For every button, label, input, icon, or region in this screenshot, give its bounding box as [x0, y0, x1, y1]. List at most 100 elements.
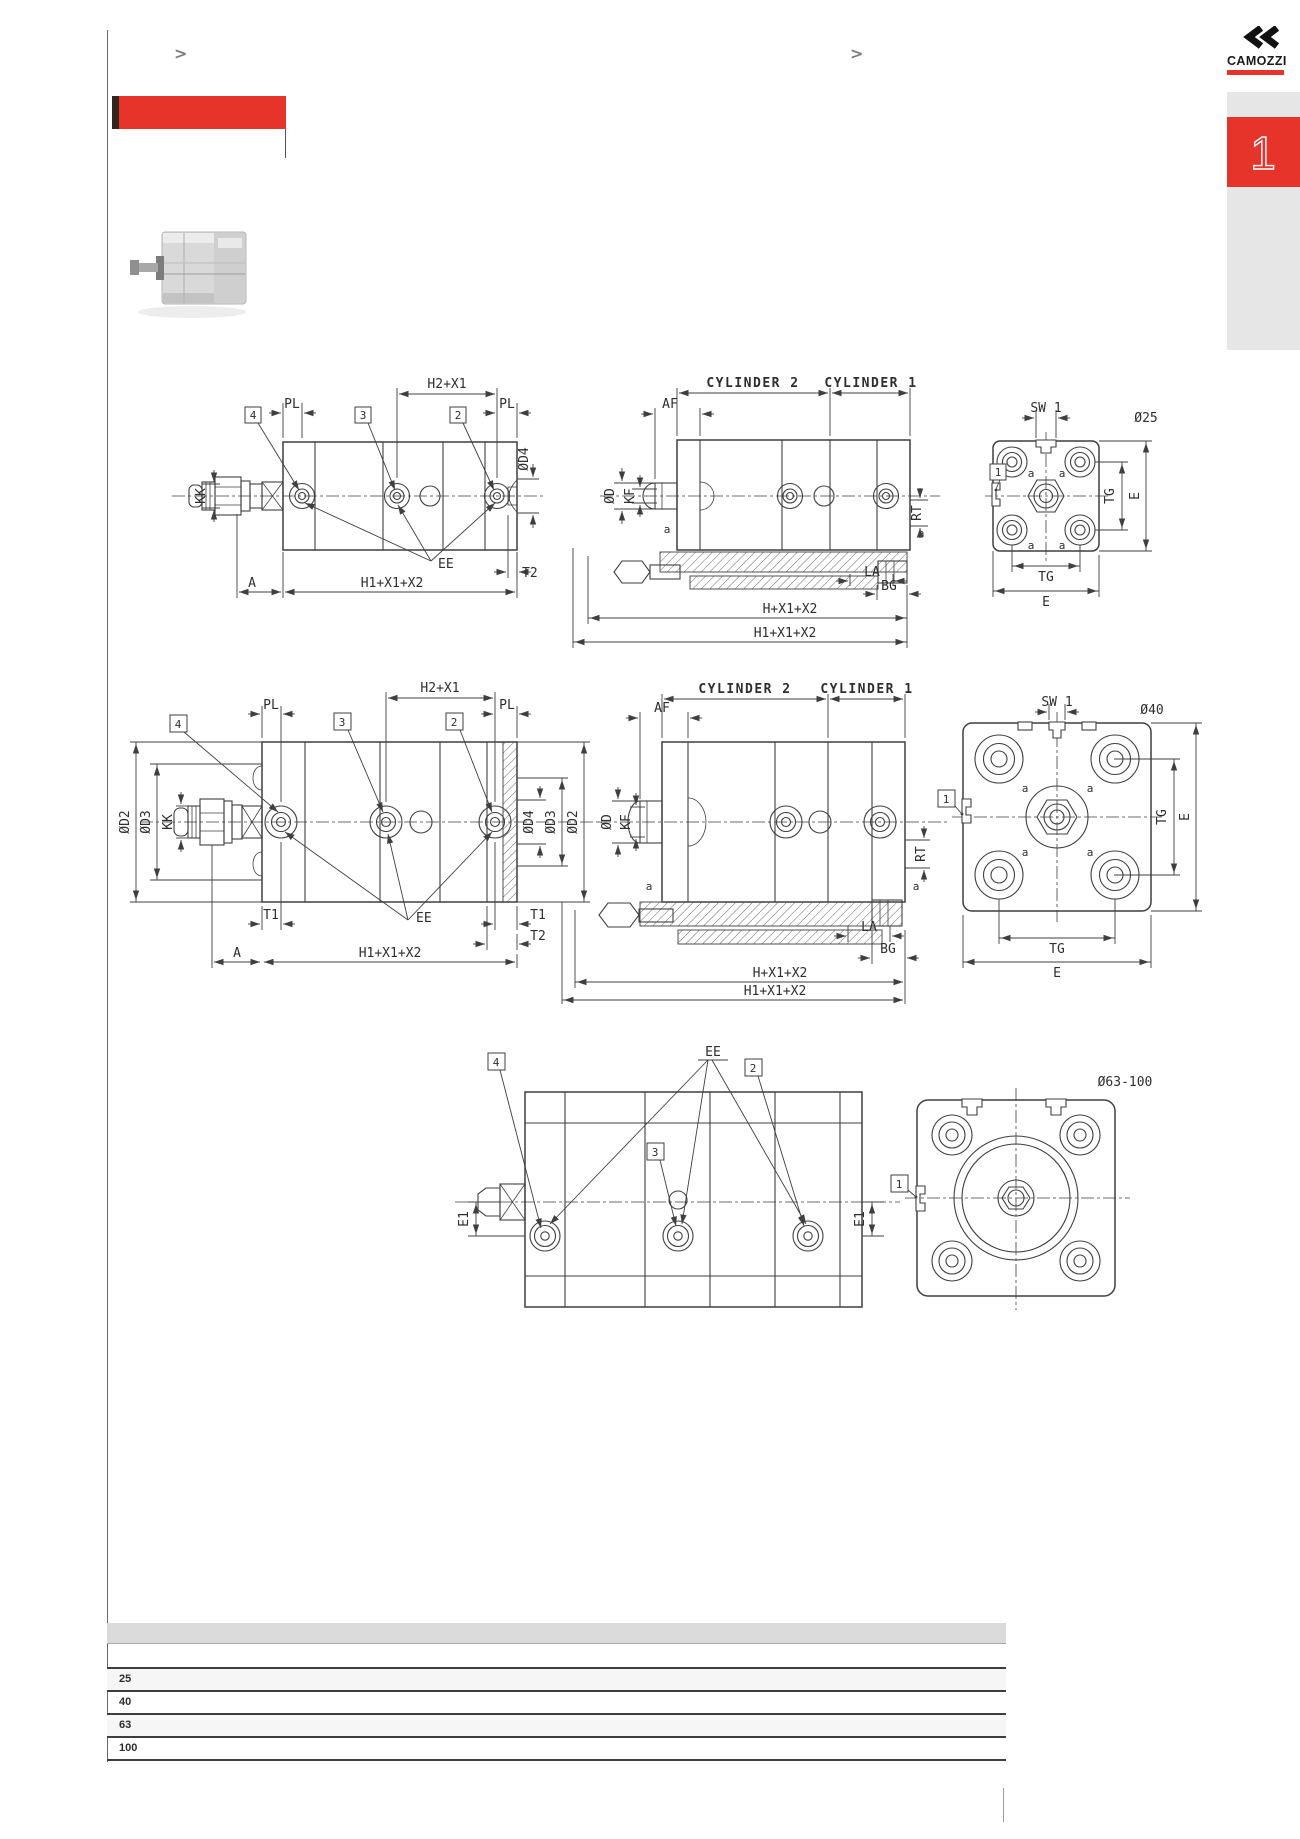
- callout-boxes: 4 3 2: [487, 1052, 805, 1229]
- table-row-40: 40: [107, 1692, 1006, 1715]
- callout-3: 3: [652, 1146, 659, 1159]
- dim-kf: KF: [619, 814, 634, 830]
- callout-2: 2: [750, 1062, 757, 1075]
- label-a-bl: a: [1022, 846, 1029, 859]
- dim-cylinder2: CYLINDER 2: [706, 376, 799, 391]
- title-bar-edge: [112, 96, 119, 129]
- breadcrumb: >: [174, 44, 188, 63]
- dim-a: A: [248, 576, 256, 591]
- dim-od: ØD: [603, 488, 618, 504]
- camozzi-logo-underline: [1227, 70, 1284, 75]
- dim-od2-left: ØD2: [118, 810, 133, 833]
- dim-hx1x2: H+X1+X2: [763, 602, 818, 617]
- row2-end-view: a a a a SW 1 Ø40 TG E: [937, 695, 1202, 981]
- label-a-bl: a: [1028, 539, 1035, 552]
- dim-tg-right: TG: [1103, 488, 1118, 504]
- dim-od4-right: ØD4: [522, 810, 537, 834]
- dim-cylinder1: CYLINDER 1: [820, 682, 913, 697]
- dim-t1-right: T1: [530, 908, 546, 923]
- row1-section-view: a a AF CYLINDER 2 CYLINDER 1: [572, 376, 940, 648]
- dim-ee: EE: [438, 557, 454, 572]
- section-number: 1: [1250, 127, 1276, 179]
- row1-side-view: 4 3 2 EE PL: [172, 377, 545, 598]
- row3-end-view: Ø63-100 1: [890, 1075, 1153, 1310]
- section-number-graphic: 1: [1250, 126, 1277, 179]
- dim-cylinder2: CYLINDER 2: [698, 682, 791, 697]
- dim-sw1: SW 1: [1041, 695, 1072, 710]
- dim-h1x1x2: H1+X1+X2: [744, 984, 807, 999]
- callout-4: 4: [493, 1056, 500, 1069]
- dim-od3-right: ØD3: [544, 810, 559, 833]
- table-spacer-row: [107, 1644, 1006, 1669]
- title-bar-tail-line: [285, 129, 286, 158]
- drawing-row1: 4 3 2 EE PL: [172, 376, 1158, 648]
- dim-pl-left: PL: [284, 397, 300, 412]
- callout-2: 2: [451, 716, 458, 729]
- cylinder-body: [252, 741, 518, 903]
- dim-kk: KK: [194, 488, 209, 504]
- dim-tg-right: TG: [1155, 809, 1170, 825]
- label-a-left: a: [664, 523, 671, 536]
- dim-kf: KF: [623, 488, 638, 504]
- piston-rod: [173, 798, 263, 846]
- dim-h1x1x2: H1+X1+X2: [754, 626, 817, 641]
- dim-e1-left: E1: [457, 1211, 472, 1227]
- size-table: 25 40 63 100: [107, 1623, 1006, 1761]
- dim-od4: ØD4: [517, 447, 532, 471]
- callout-4: 4: [250, 409, 257, 422]
- label-a-tr: a: [1087, 782, 1094, 795]
- callout-1: 1: [896, 1178, 903, 1191]
- breadcrumb: >: [850, 44, 864, 63]
- camozzi-logo: CAMOZZI: [1227, 25, 1287, 75]
- dim-tg-bottom: TG: [1049, 942, 1065, 957]
- dim-t2-right: T2: [530, 929, 546, 944]
- dim-kk: KK: [161, 814, 176, 830]
- callout-boxes: 4 3 2: [244, 406, 495, 491]
- label-a-left: a: [646, 880, 653, 893]
- dim-tg-bottom: TG: [1038, 570, 1054, 585]
- table-row-25: 25: [107, 1669, 1006, 1692]
- size-label: Ø25: [1134, 411, 1157, 426]
- table-row-100: 100: [107, 1738, 1006, 1761]
- label-a-br: a: [1087, 846, 1094, 859]
- ee-leaders: EE: [549, 1045, 807, 1225]
- dim-rt: RT: [910, 505, 925, 521]
- dim-t1-left: T1: [263, 908, 279, 923]
- dim-t2: T2: [522, 566, 538, 581]
- camozzi-logo-text: CAMOZZI: [1227, 54, 1287, 68]
- label-a-tl: a: [1022, 782, 1029, 795]
- callout-1: 1: [995, 466, 1002, 479]
- dimensions: AF CYLINDER 2 CYLINDER 1 ØD KF: [561, 682, 930, 1004]
- row2-side-view: 4 3 2 EE PL: [118, 681, 600, 968]
- row3-side-view: 4 3 2 EE E1: [455, 1045, 900, 1308]
- cylinder-body: [524, 1091, 863, 1308]
- piston-rod: [188, 476, 284, 516]
- ee-leaders: EE: [304, 502, 496, 572]
- label-a-tl: a: [1028, 467, 1035, 480]
- row2-section-view: a a AF CYLINDER 2 CYLINDER 1: [561, 682, 950, 1004]
- label-a-right: a: [918, 527, 925, 540]
- size-label: Ø40: [1140, 703, 1163, 718]
- dim-hx1x2: H+X1+X2: [753, 966, 808, 981]
- dim-la: LA: [864, 565, 880, 580]
- dim-sw1: SW 1: [1030, 401, 1061, 416]
- left-margin-rule: [107, 30, 108, 1762]
- callout-2: 2: [455, 409, 462, 422]
- dim-e-bottom: E: [1042, 595, 1050, 610]
- callout-4: 4: [175, 718, 182, 731]
- size-label: Ø63-100: [1098, 1075, 1153, 1090]
- dimensions: PL H2+X1 PL KK ØD3: [118, 681, 590, 968]
- dim-h2x1: H2+X1: [427, 377, 466, 392]
- dim-h1x1x2: H1+X1+X2: [359, 946, 422, 961]
- callout-boxes: 4 3 2: [169, 712, 493, 813]
- label-a-br: a: [1059, 539, 1066, 552]
- dim-pl-left: PL: [263, 698, 279, 713]
- dim-pl-right: PL: [499, 698, 515, 713]
- dim-e1-right: E1: [853, 1211, 868, 1227]
- label-a-right: a: [913, 880, 920, 893]
- dim-e-right: E: [1178, 813, 1193, 821]
- dimensions: E1 E1: [457, 1201, 884, 1237]
- dimensions: AF CYLINDER 2 CYLINDER 1 ØD KF: [572, 376, 928, 648]
- dim-pl-right: PL: [499, 397, 515, 412]
